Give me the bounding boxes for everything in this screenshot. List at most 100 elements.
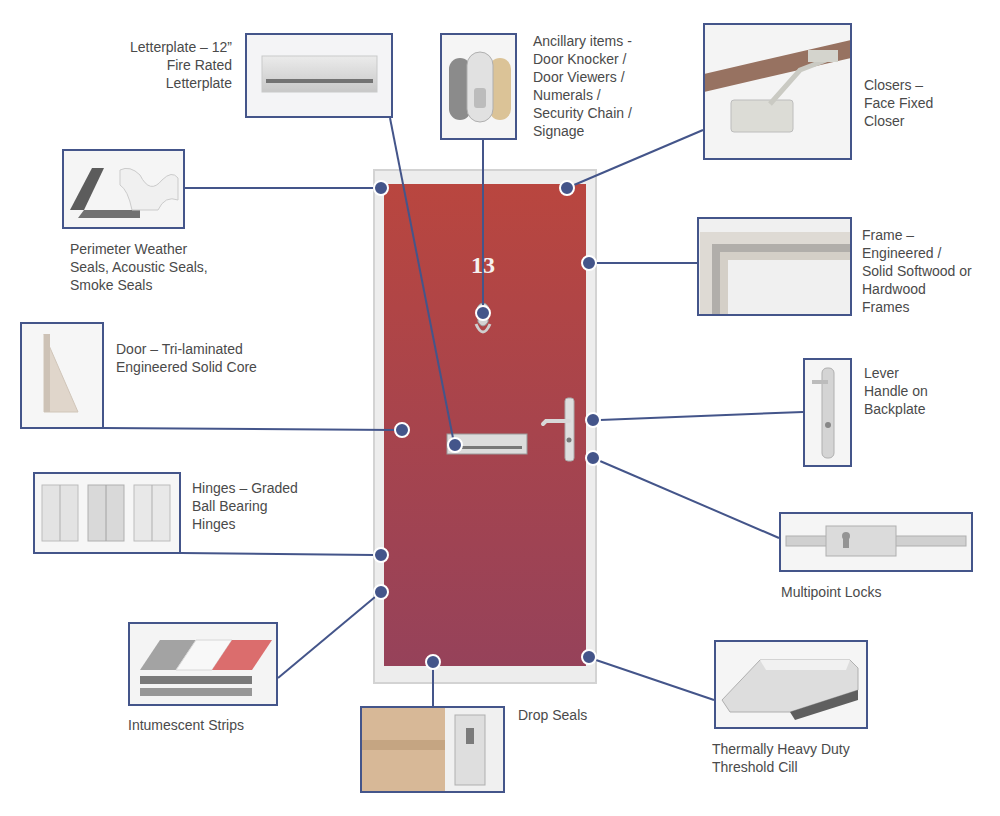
leader-lines [104,118,803,706]
hinges-picture-part [42,485,78,541]
locks-callout: Multipoint Locks [779,512,973,572]
part-label: Drop Seals [518,706,668,724]
lever-callout: Lever Handle on Backplate [803,358,852,467]
drop-seals-picture-part [361,707,445,792]
closer-picture-part [731,100,793,132]
door-number: 13 [471,252,495,278]
leader-lines-part [390,118,453,438]
leader-lines-part [185,187,374,189]
ancillary-callout: Ancillary items - Door Knocker / Door Vi… [440,33,517,140]
hinges-picture [34,473,180,553]
leader-dots-part [476,306,490,320]
letterplate-picture-part [266,79,373,83]
ancillary-picture-part [467,52,493,122]
letterplate-picture [246,34,392,117]
leader-lines-part [596,262,697,264]
door-core-picture-part [44,334,78,412]
door-illustration-part [447,434,527,454]
lever-picture [804,359,851,466]
hinges-picture-part [152,485,153,541]
hinges-callout: Hinges – Graded Ball Bearing Hinges [33,472,181,554]
leader-lines-part [432,669,434,706]
leader-lines-part [600,461,779,538]
ancillary-picture-part [441,34,516,139]
multipoint-picture [780,513,972,571]
part-label: Multipoint Locks [781,583,981,601]
door-illustration [374,170,596,683]
part-label: Closers – Face Fixed Closer [864,76,950,130]
frame-picture-part [720,252,851,315]
door-illustration-part [476,324,490,332]
multipoint-picture-part [826,526,896,556]
part-pictures [21,24,972,792]
closer-picture [704,24,851,159]
intumescent-picture-part [129,623,277,705]
leader-dots [374,181,600,669]
drop-seals-picture-part [361,740,445,750]
leader-dots-part [374,548,388,562]
part-label: Ancillary items - Door Knocker / Door Vi… [533,32,641,140]
leader-dots-part [582,650,596,664]
intumescent-picture-part [140,688,252,696]
letterplate-picture-part [246,34,392,117]
frame-picture [698,218,851,315]
door-illustration-part [384,184,586,666]
closer-picture-part [704,24,851,159]
seals-picture-part [78,210,140,218]
lever-picture-part [825,422,831,428]
door-core-picture-part [44,334,50,412]
leader-lines-part [482,140,484,306]
seals-picture-part [120,168,178,210]
leader-lines-part [278,597,375,678]
hinges-picture-part [60,485,61,541]
part-label: Hinges – Graded Ball Bearing Hinges [192,479,300,533]
door-illustration-part [543,421,569,424]
part-label: Door – Tri-laminated Engineered Solid Co… [116,340,276,376]
lever-picture-part [804,359,851,466]
drop-seals-picture-part [466,728,474,744]
leader-dots-part [374,585,388,599]
leader-dots-part [560,181,574,195]
drop-seals-picture [361,707,504,792]
part-label: Thermally Heavy Duty Threshold Cill [712,740,872,776]
leader-dots-part [586,413,600,427]
frame-picture-part [698,218,851,315]
letterplate-picture-part [262,56,377,92]
leader-lines-part [600,412,803,420]
multipoint-picture-part [843,538,849,548]
intumescent-picture [129,623,277,705]
door-callout: Door – Tri-laminated Engineered Solid Co… [20,322,104,429]
leader-lines-part [181,553,374,555]
ancillary-picture [441,34,516,139]
leader-lines-part [596,660,714,700]
frame-picture-part [700,232,851,315]
part-label: Lever Handle on Backplate [864,364,944,418]
lever-picture-part [812,380,828,384]
intumescent-picture-part [140,676,252,684]
hinges-picture-part [88,485,124,541]
threshold-callout: Thermally Heavy Duty Threshold Cill [714,640,868,729]
seals-picture-part [70,168,104,210]
leader-dots-part [426,655,440,669]
leader-dots-part [582,256,596,270]
closer-picture-part [808,50,838,62]
drop-seals-picture-part [361,707,504,792]
threshold-picture [715,641,867,728]
closer-picture-part [704,40,851,92]
drop-seals-picture-part [455,715,485,785]
intumescent-picture-part [212,640,272,670]
part-label: Frame – Engineered / Solid Softwood or H… [862,226,972,316]
threshold-picture-part [790,690,858,720]
leader-lines-part [574,130,703,185]
letterplate-callout: Letterplate – 12” Fire Rated Letterplate [245,33,393,118]
hinges-picture-part [34,473,180,553]
door-illustration-part [374,170,596,683]
leader-dots-part [395,423,409,437]
threshold-picture-part [760,660,850,670]
frame-callout: Frame – Engineered / Solid Softwood or H… [697,217,852,316]
hinges-picture-part [106,485,107,541]
part-label: Intumescent Strips [128,716,328,734]
leader-dots-part [448,438,462,452]
ancillary-picture-part [474,88,486,108]
